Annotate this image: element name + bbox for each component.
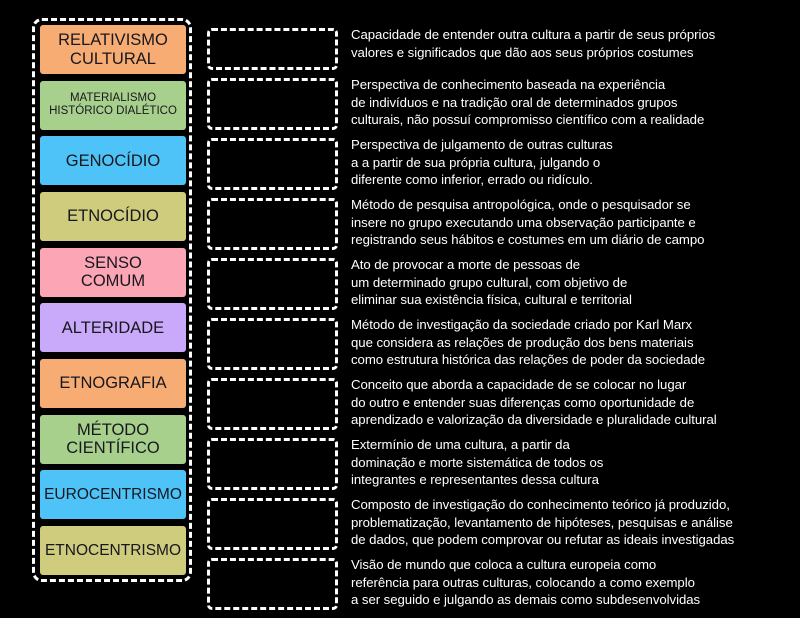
pair-row: Conceito que aborda a capacidade de se c… <box>207 377 787 430</box>
pair-row: Perspectiva de conhecimento baseada na e… <box>207 77 787 130</box>
drop-zone[interactable] <box>207 78 338 130</box>
pair-row: Extermínio de uma cultura, a partir da d… <box>207 437 787 490</box>
tile-label: SENSO COMUM <box>80 253 146 291</box>
draggable-tile[interactable]: ETNOGRAFIA <box>40 358 186 408</box>
definition-text: Extermínio de uma cultura, a partir da d… <box>351 437 604 488</box>
matching-activity: RELATIVISMO CULTURAL MATERIALISMO HISTÓRI… <box>32 18 735 610</box>
tile-label: ETNOCÍDIO <box>67 207 159 226</box>
drop-zone[interactable] <box>207 438 338 490</box>
definition-text: Capacidade de entender outra cultura a p… <box>351 27 716 60</box>
draggable-tile[interactable]: EUROCENTRISMO <box>40 470 186 520</box>
pair-row: Composto de investigação do conhecimento… <box>207 497 787 550</box>
definition-text: Ato de provocar a morte de pessoas de um… <box>351 257 632 308</box>
drop-zone[interactable] <box>207 138 338 190</box>
definition-text: Conceito que aborda a capacidade de se c… <box>351 377 717 428</box>
definition-text: Método de investigação da sociedade cria… <box>351 317 706 368</box>
definition-text: Perspectiva de conhecimento baseada na e… <box>351 77 705 128</box>
pair-row: Ato de provocar a morte de pessoas de um… <box>207 257 787 310</box>
drop-zone[interactable] <box>207 258 338 310</box>
definition-text: Visão de mundo que coloca a cultura euro… <box>351 557 701 608</box>
tile-label: ALTERIDADE <box>61 318 165 337</box>
definition-text: Perspectiva de julgamento de outras cult… <box>351 137 613 188</box>
definition-text: Método de pesquisa antropológica, onde o… <box>351 197 705 248</box>
draggable-tile[interactable]: GENOCÍDIO <box>40 136 186 186</box>
draggable-tile[interactable]: ETNOCÍDIO <box>40 191 186 241</box>
draggable-tile[interactable]: RELATIVISMO CULTURAL <box>40 25 186 74</box>
pair-row: Método de investigação da sociedade cria… <box>207 317 787 370</box>
definition-text: Composto de investigação do conhecimento… <box>351 497 735 548</box>
drop-zone[interactable] <box>207 558 338 610</box>
tile-label: MATERIALISMO HISTÓRICO DIALÉTICO <box>49 92 177 118</box>
pair-row: Método de pesquisa antropológica, onde o… <box>207 197 787 250</box>
tile-label: RELATIVISMO CULTURAL <box>58 31 168 68</box>
drop-zone[interactable] <box>207 498 338 550</box>
tile-label: MÉTODO CIENTÍFICO <box>66 420 160 458</box>
tile-label: EUROCENTRISMO <box>44 486 182 504</box>
draggable-tile[interactable]: MATERIALISMO HISTÓRICO DIALÉTICO <box>40 80 186 130</box>
drop-zone[interactable] <box>207 198 338 250</box>
tile-label: GENOCÍDIO <box>65 151 161 170</box>
draggable-tile[interactable]: MÉTODO CIENTÍFICO <box>40 414 186 464</box>
tile-label: ETNOCENTRISMO <box>44 541 182 559</box>
draggable-tile[interactable]: ALTERIDADE <box>40 303 186 353</box>
draggable-tile[interactable]: ETNOCENTRISMO <box>40 525 186 575</box>
pair-row: Visão de mundo que coloca a cultura euro… <box>207 557 787 610</box>
draggable-tiles-panel: RELATIVISMO CULTURAL MATERIALISMO HISTÓRI… <box>32 18 192 582</box>
pair-row: Capacidade de entender outra cultura a p… <box>207 27 787 70</box>
drop-zone[interactable] <box>207 378 338 430</box>
drop-zone[interactable] <box>207 28 338 70</box>
drop-zone[interactable] <box>207 318 338 370</box>
pair-row: Perspectiva de julgamento de outras cult… <box>207 137 787 190</box>
dropzone-definition-list: Capacidade de entender outra cultura a p… <box>207 27 787 618</box>
draggable-tile[interactable]: SENSO COMUM <box>40 247 186 297</box>
tile-label: ETNOGRAFIA <box>59 374 167 393</box>
